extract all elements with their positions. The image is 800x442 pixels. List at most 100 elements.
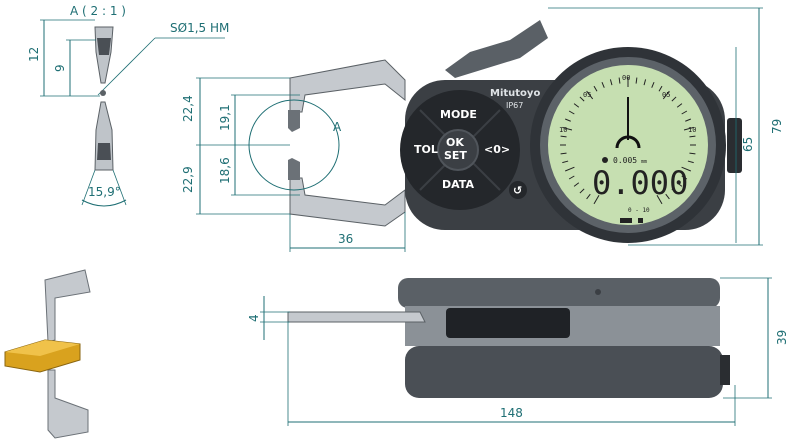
scale-tick (568, 110, 575, 115)
upper-contact (288, 110, 300, 132)
scale-tick (568, 175, 575, 180)
tol-button[interactable]: TOL (414, 143, 438, 156)
scale-tick (579, 188, 585, 194)
scale-tick (689, 152, 696, 155)
side-knob (720, 355, 730, 385)
scale-tick (665, 193, 670, 200)
side-bottom-shell (405, 346, 723, 398)
dim-19-1: 19,1 (218, 104, 232, 131)
detail-a-view: A ( 2 : 1 ) SØ1,5 HM 12 9 15,9° (27, 4, 229, 207)
scale-tick (656, 194, 663, 205)
scale-tick (562, 160, 569, 164)
front-view: A OK SET MODE TOL <0> DATA ↺ Mitutoyo IP… (181, 7, 784, 252)
scale-tick (579, 96, 585, 102)
scale-tick (681, 166, 692, 172)
ok-label: OK (446, 136, 464, 149)
pointer-hub (615, 135, 641, 149)
dim-22-9: 22,9 (181, 166, 195, 193)
scale-tick (564, 166, 575, 172)
resolution-unit: mm (641, 159, 647, 165)
scale-tick (573, 182, 580, 187)
detail-title: A ( 2 : 1 ) (70, 4, 126, 18)
dim-79: 79 (770, 119, 784, 134)
scale-label-left-lower: 10 (559, 126, 567, 134)
dim-4: 4 (247, 314, 261, 322)
side-jaw (287, 311, 426, 323)
scale-tick (662, 90, 670, 100)
lower-tip-carbide (97, 143, 111, 160)
dim-148: 148 (500, 406, 523, 420)
dim-22-4: 22,4 (181, 95, 195, 122)
scale-tick (618, 77, 621, 84)
zero-button[interactable]: <0> (484, 143, 510, 156)
ok-set-button[interactable] (437, 129, 479, 171)
scale-tick (601, 81, 605, 88)
dim-18-6: 18,6 (218, 157, 232, 184)
scale-tick (609, 79, 613, 86)
iso-lower-jaw (47, 369, 89, 439)
lcd-display (548, 65, 708, 225)
set-label: SET (444, 149, 467, 162)
scale-tick (560, 152, 567, 155)
scale-tick (676, 182, 683, 187)
lower-contact (288, 158, 300, 180)
scale-tick (586, 90, 594, 100)
data-button[interactable]: DATA (442, 178, 474, 191)
scale-label-right-upper: 05 (662, 91, 670, 99)
analog-scale (560, 77, 696, 205)
contact-point (100, 90, 106, 96)
scale-tick (681, 110, 688, 115)
scale-label-right-lower: 10 (688, 126, 696, 134)
tip-spec-leader (97, 37, 156, 96)
scale-tick (671, 96, 677, 102)
scale-label-top: 00 (622, 74, 630, 82)
scale-tick (573, 103, 580, 108)
scale-label-left-upper: 05 (583, 91, 591, 99)
scale-tick (586, 193, 591, 200)
scale-tick (676, 103, 683, 108)
upper-tip-carbide (97, 38, 111, 55)
scale-tick (689, 135, 696, 138)
upper-jaw (289, 59, 406, 113)
side-view: 4 148 39 (247, 277, 789, 426)
scale-tick (593, 194, 600, 205)
dim-36: 36 (338, 232, 353, 246)
dim-angle-label: 15,9° (88, 185, 121, 199)
scale-tick (683, 126, 694, 131)
retract-lever (445, 20, 548, 78)
scale-tick (681, 175, 688, 180)
scale-tick (643, 79, 647, 86)
side-top-shell (398, 278, 720, 308)
battery-icon (620, 218, 632, 223)
side-button (727, 118, 742, 173)
side-clamp (446, 308, 570, 338)
reset-button[interactable] (509, 181, 527, 199)
lower-jaw (289, 177, 406, 227)
scale-tick (671, 188, 677, 194)
detail-circle-label: A (333, 120, 342, 134)
scale-tick (687, 160, 694, 164)
dim-39: 39 (775, 330, 789, 345)
brand-logo: Mitutoyo (490, 88, 540, 99)
scale-tick (593, 85, 598, 92)
dim-12-label: 12 (27, 47, 41, 62)
scale-tick (564, 118, 571, 122)
scale-tick (560, 135, 567, 138)
range-indicator: 0 - 10 (628, 207, 650, 214)
lock-icon (638, 218, 643, 223)
digital-reading: 0.000 (592, 164, 688, 202)
scale-tick (685, 118, 692, 122)
status-dot (602, 157, 608, 163)
resolution-value: 0.005 (613, 156, 637, 165)
tip-spec-label: SØ1,5 HM (170, 21, 229, 35)
ip-rating: IP67 (506, 101, 523, 110)
iso-view (4, 269, 91, 439)
reset-icon: ↺ (513, 184, 522, 197)
iso-upper-jaw (44, 269, 91, 343)
scale-tick (651, 81, 655, 88)
dim-65: 65 (741, 137, 755, 152)
scale-tick (562, 126, 573, 131)
mode-button[interactable]: MODE (440, 108, 477, 121)
scale-tick (658, 85, 663, 92)
